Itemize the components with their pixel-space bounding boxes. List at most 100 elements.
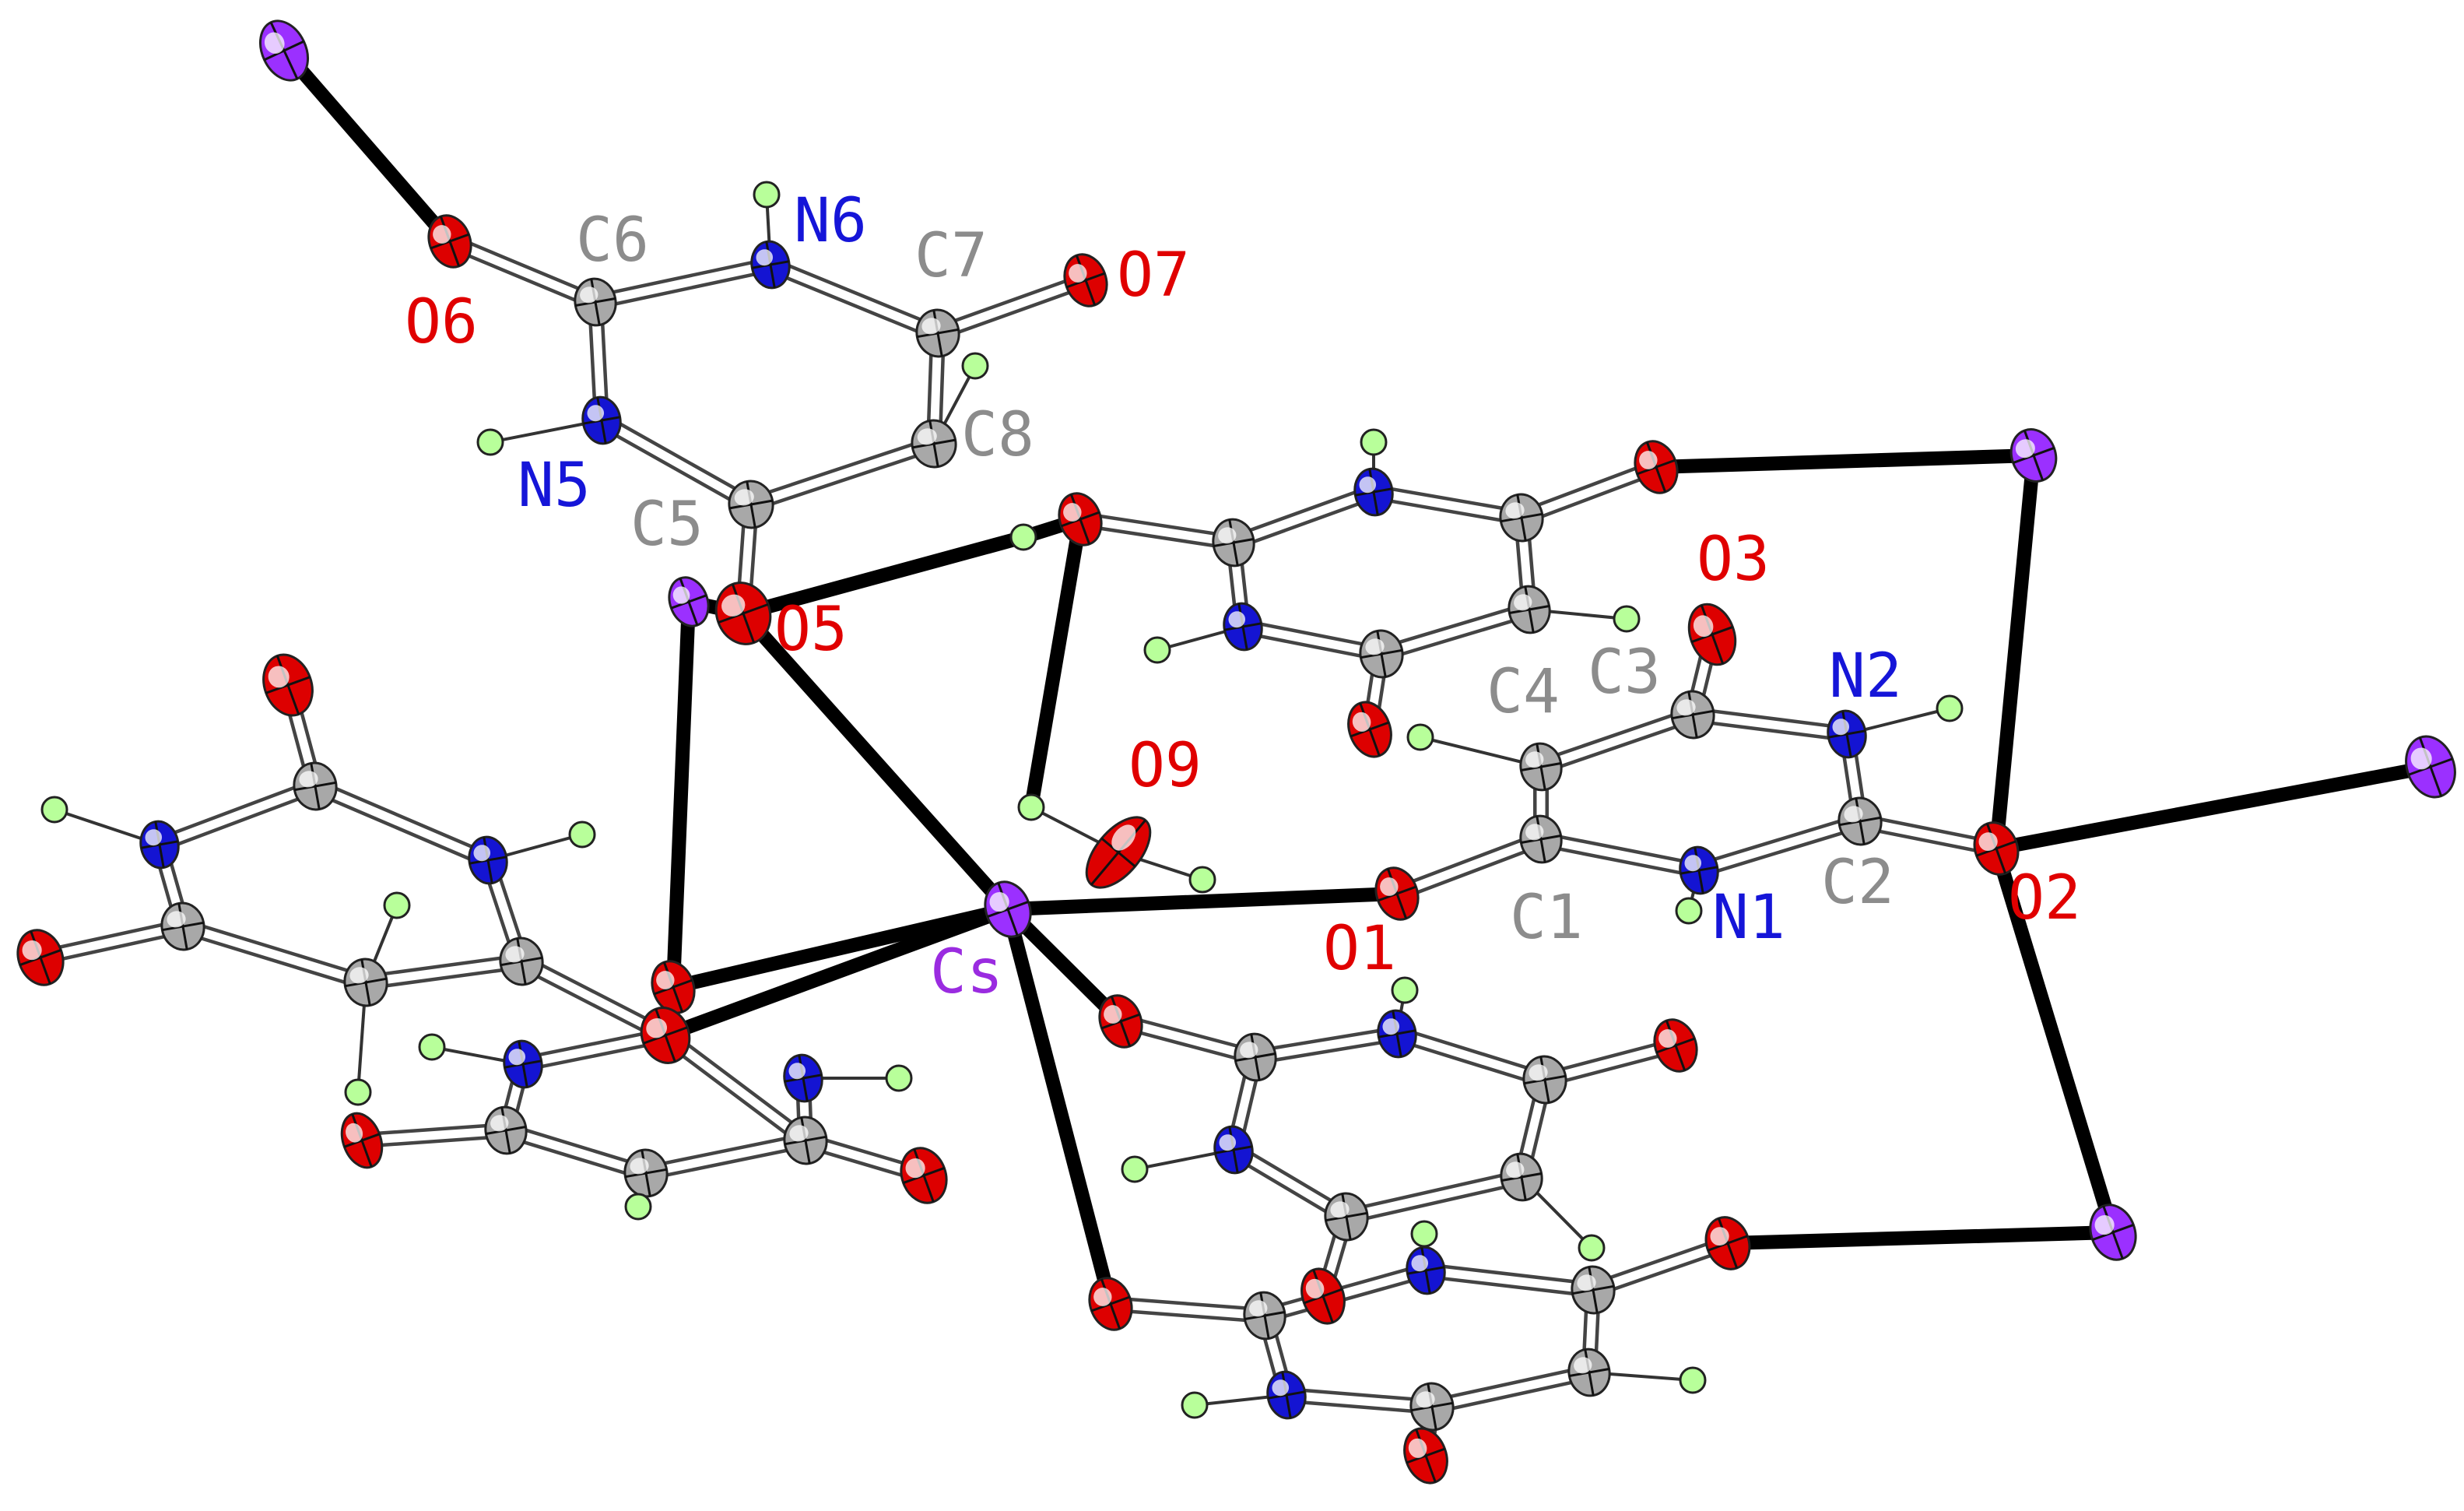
atom-cs-o5 (668, 576, 710, 627)
bond-inner-o1-c1 (1392, 835, 1546, 898)
bond-inner-o-b1-c-b1 (1106, 1299, 1269, 1320)
atom-n-mid2 (1223, 602, 1263, 652)
bond-inner-c-mid3-c-mid4 (1377, 605, 1534, 659)
atom-h-c5 (1009, 523, 1037, 551)
atom-o-mid1 (1058, 492, 1103, 546)
atom-h-c-mid3 (1613, 605, 1641, 633)
atom-c-b2 (1571, 1265, 1616, 1315)
bond-inner-n-b1-c-b2 (1421, 1266, 1598, 1295)
atom-cs-top (259, 19, 309, 82)
bond-inner-c-lm2-o-lm2 (1540, 1041, 1680, 1084)
label-c5: C5 (630, 490, 704, 560)
atom-h-o9b (1188, 866, 1216, 894)
bond-inner-c-b3-c-b4 (1427, 1368, 1594, 1411)
bond-inner-c3-n2 (1688, 710, 1852, 739)
coord-bond-o5-cs (738, 608, 1013, 915)
coord-bond-cs-o-ll0 (671, 902, 1010, 994)
coord-bond-cs-top-o6 (279, 46, 455, 246)
atom-n-mid1 (1353, 467, 1394, 517)
atom-o3 (1687, 603, 1737, 666)
bond-inner-c-mid2-o-mid2 (1517, 462, 1661, 522)
atom-c2 (1837, 796, 1883, 846)
coord-bond-cs-o-ll1 (662, 902, 1011, 1042)
bond-inner-c-lu2-c-lu3 (178, 922, 370, 987)
atom-h-n-mid2 (1143, 636, 1171, 664)
label-o3: O3 (1697, 525, 1770, 595)
atom-h-n-lu2 (568, 821, 596, 849)
bond-inner-c-b4-n-b2 (1282, 1390, 1437, 1411)
atom-cs-r3 (2089, 1204, 2137, 1261)
atoms-layer (16, 19, 2456, 1485)
atom-o-lm1 (1098, 994, 1143, 1049)
atom-o-r3 (1704, 1216, 1751, 1270)
atom-o9 (1085, 816, 1152, 889)
atom-h-n-lm2 (1121, 1155, 1149, 1183)
bond-inner-c-b2-o-r3 (1588, 1239, 1732, 1295)
atom-c5 (728, 480, 774, 529)
bond-inner-c-lm1-n-lm1 (1251, 1029, 1402, 1062)
atom-h-n-lm1 (1391, 976, 1419, 1004)
atom-o-b4 (1403, 1427, 1448, 1485)
coord-bond-cs-o1 (1007, 887, 1398, 916)
atom-c-mid3 (1508, 585, 1551, 634)
atom-o-ll3 (900, 1147, 948, 1204)
atom-n-ll2 (783, 1053, 823, 1103)
label-o5: O5 (774, 595, 848, 665)
bond-inner-c-b1-n-b1 (1260, 1266, 1430, 1320)
atom-c7 (915, 308, 960, 358)
atom-n2 (1827, 709, 1867, 759)
bond-inner-c-ll1-o-ll2 (357, 1126, 511, 1145)
label-cs: Cs (930, 937, 1003, 1007)
atom-o-mid2 (1634, 440, 1679, 494)
bond-inner-c-mid1-n-mid1 (1229, 487, 1378, 547)
atom-n-b1 (1406, 1246, 1446, 1295)
atom-c-b3 (1567, 1348, 1611, 1397)
atom-o-lm2 (1653, 1018, 1698, 1073)
atom-h-o9a (1017, 793, 1045, 821)
coord-bond-o2-cs-r3 (1989, 846, 2120, 1235)
atom-h-c-lu3 (383, 891, 411, 919)
atom-h-n-ll2 (885, 1064, 913, 1092)
atom-o-lm4 (1300, 1267, 1346, 1325)
atom-c1 (1519, 814, 1563, 864)
atom-h-c-lm3 (1578, 1234, 1606, 1262)
atom-o-ll2 (340, 1112, 384, 1169)
bond-inner-o6-c6 (445, 237, 600, 307)
atom-n1 (1679, 845, 1719, 895)
bond-inner-c-lu2-o-lu2 (36, 922, 188, 962)
atom-h-n-lu1 (40, 796, 68, 824)
label-c6: C6 (576, 206, 649, 276)
atom-c8 (911, 419, 957, 469)
coord-bond-o-mid2-cs-r1 (1655, 448, 2034, 474)
bond-inner-c-lu4-o-ll1 (517, 957, 670, 1040)
bond-inner-c2-n1 (1694, 817, 1865, 875)
bond-inner-c6-n6 (591, 260, 775, 307)
coord-bond-o5-h-c5 (741, 530, 1026, 620)
atom-h-n-mid1 (1360, 428, 1388, 456)
atom-c-lm3 (1500, 1152, 1543, 1202)
atom-o2 (1973, 821, 2020, 876)
label-n5: N5 (518, 451, 591, 521)
label-o7: O7 (1117, 241, 1190, 311)
atom-o-ll0 (651, 960, 696, 1014)
atom-c-b1 (1243, 1291, 1286, 1341)
bond-inner-c7-o7 (933, 276, 1090, 338)
atom-o1 (1374, 866, 1420, 921)
atom-h-n1 (1675, 897, 1703, 925)
atom-o5 (714, 582, 772, 645)
label-o9: O9 (1128, 731, 1202, 801)
coord-bond-cs-r1-o2 (1989, 455, 2041, 849)
bond-inner-c-ll2-c-ll3 (641, 1136, 810, 1178)
atom-o7 (1063, 253, 1108, 307)
atom-h-n2 (1936, 694, 1964, 722)
label-c1: C1 (1510, 883, 1583, 953)
atom-h-c-ll2 (624, 1193, 652, 1221)
bond-inner-c-lu1-n-lu2 (311, 782, 493, 865)
atom-c-ll2 (623, 1148, 669, 1198)
atom-n-ll1 (503, 1039, 543, 1089)
atom-o6 (427, 214, 472, 269)
atom-o-b1 (1088, 1277, 1133, 1331)
atom-c-ll1 (484, 1105, 528, 1155)
atom-c3 (1670, 690, 1715, 740)
atom-n-lu1 (139, 820, 180, 870)
